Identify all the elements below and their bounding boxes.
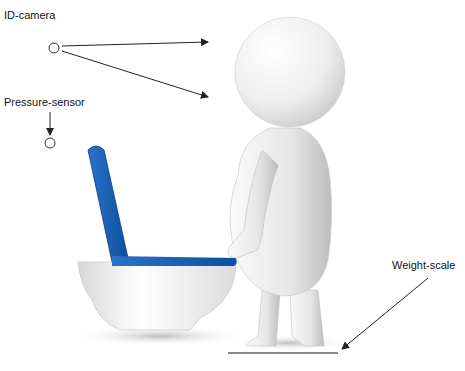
pressure-dot xyxy=(45,138,55,148)
toilet-bowl xyxy=(78,262,236,330)
toilet-seat xyxy=(112,256,237,266)
view-arrow xyxy=(62,51,208,97)
figure-head xyxy=(235,17,345,127)
view-arrow xyxy=(62,42,208,46)
weight-scale-line xyxy=(228,353,338,354)
camera-dot xyxy=(49,43,59,53)
toilet-lid xyxy=(88,146,128,262)
figure-body xyxy=(230,128,332,296)
sensor-label: Pressure-sensor xyxy=(4,96,85,109)
scale-label: Weight-scale xyxy=(392,259,455,272)
figure-arm xyxy=(228,150,278,258)
leader-arrow xyxy=(50,112,51,135)
sensor-label: ID-camera xyxy=(4,9,55,22)
leader-arrow xyxy=(342,278,428,349)
